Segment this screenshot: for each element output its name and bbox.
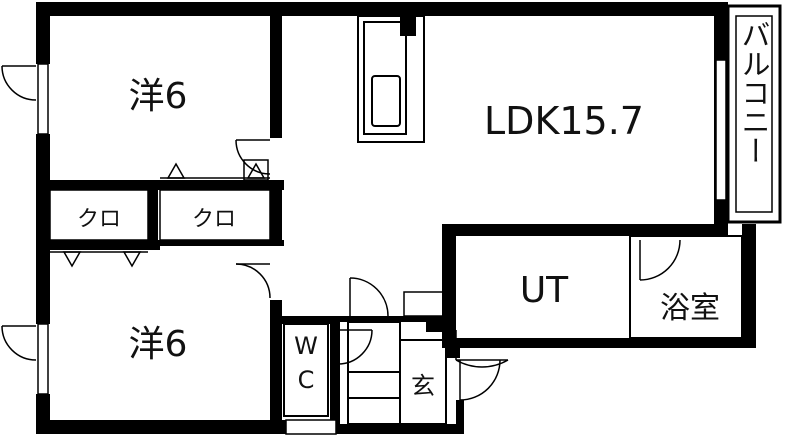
outer-walls <box>36 2 756 434</box>
windows <box>37 59 727 435</box>
bedroom-bottom-label: 洋6 <box>129 324 188 365</box>
inner-walls <box>36 2 444 434</box>
doors <box>1 65 681 401</box>
partitions <box>283 235 743 425</box>
utility-label: UT <box>520 270 569 311</box>
closet-details <box>49 162 271 268</box>
kitchen-counter <box>357 15 425 143</box>
bath-label: 浴室 <box>660 291 720 326</box>
wc-label-w: W <box>294 332 318 360</box>
balcony-label: バルコニー <box>737 20 771 165</box>
closet-left-label: クロ <box>77 207 121 232</box>
balcony-inner-frame <box>735 15 773 213</box>
bedroom-top-label: 洋6 <box>129 76 188 117</box>
wc-label-c: C <box>298 366 315 394</box>
closet-right-label: クロ <box>192 207 236 232</box>
ldk-label: LDK15.7 <box>484 99 644 143</box>
entrance-label: 玄 <box>411 372 435 400</box>
